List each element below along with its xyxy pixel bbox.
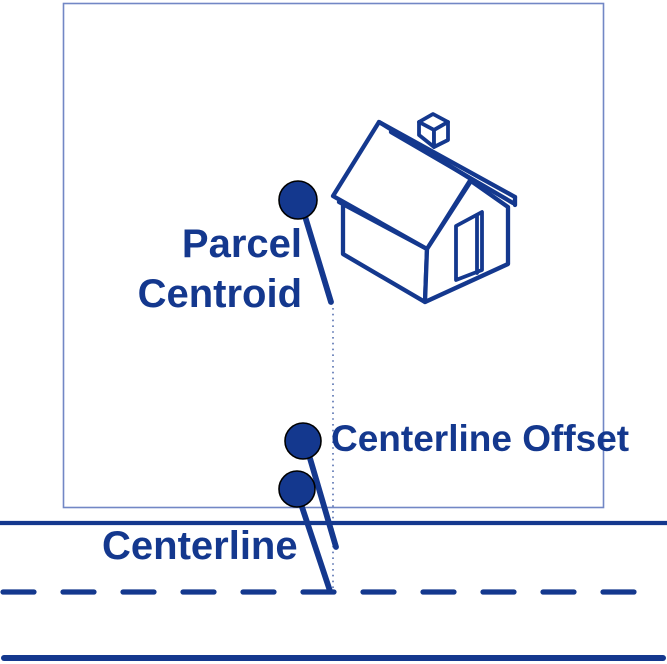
centerline-point-marker bbox=[278, 470, 316, 508]
parcel-centroid-label-line2: Centroid bbox=[137, 272, 302, 316]
centerline-offset-label: Centerline Offset bbox=[331, 418, 630, 459]
chimney-right-face bbox=[432, 120, 450, 149]
parcel-centroid-marker bbox=[278, 180, 318, 220]
centerline-point-leader-line bbox=[298, 501, 333, 594]
house-ridge-line bbox=[376, 119, 518, 200]
centerline-label: Centerline bbox=[102, 524, 298, 568]
parcel-centroid-leader-line bbox=[301, 210, 334, 305]
centerline-offset-leader-line bbox=[306, 452, 339, 550]
house-fascia-line bbox=[388, 129, 516, 206]
house-chimney bbox=[417, 112, 450, 149]
parcel-centroid-label: Parcel Centroid bbox=[90, 219, 302, 319]
house-icon bbox=[330, 112, 518, 305]
centerline-offset-marker bbox=[284, 422, 322, 460]
parcel-centroid-label-line1: Parcel bbox=[181, 222, 302, 266]
parcel-boundary bbox=[62, 2, 605, 509]
